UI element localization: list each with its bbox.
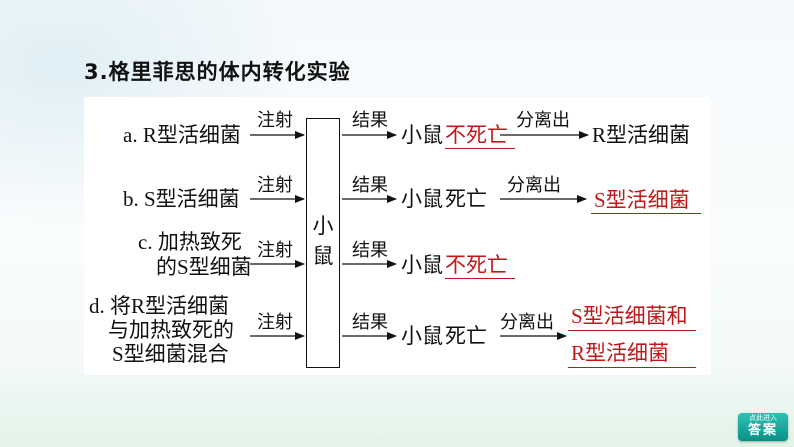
row-d-isolated-line1: S型活细菌和: [571, 304, 688, 328]
answer-button-hint: 点此进入: [749, 414, 777, 422]
row-b-isolated-underline: [591, 213, 701, 214]
row-c-inject-label: 注射: [257, 240, 293, 260]
section-title: 3.格里菲思的体内转化实验: [84, 60, 351, 84]
row-b-inject-label: 注射: [257, 175, 293, 195]
row-d-isolated-underline1: [568, 330, 696, 331]
row-c-condition-line2: 的S型细菌: [156, 255, 252, 279]
row-a-result-label: 结果: [352, 110, 388, 130]
row-b-condition: b. S型活细菌: [123, 187, 240, 211]
row-b-result-label: 结果: [352, 175, 388, 195]
row-a-inject-label: 注射: [257, 110, 293, 130]
row-c-outcome: 不死亡: [445, 253, 508, 277]
row-c-outcome-underline: [445, 278, 515, 279]
row-a-isolated: R型活细菌: [592, 123, 691, 147]
row-d-condition-line2: 与加热致死的: [108, 318, 234, 342]
row-c-condition-line1: c. 加热致死: [138, 230, 242, 254]
row-b-isolated: S型活细菌: [594, 188, 690, 212]
row-d-inject-label: 注射: [257, 312, 293, 332]
row-d-condition-line1: d. 将R型活细菌: [89, 294, 230, 318]
row-d-separate-label: 分离出: [500, 312, 554, 332]
row-d-mouse: 小鼠: [401, 324, 443, 348]
row-a-outcome-underline: [445, 148, 515, 149]
row-d-outcome: 死亡: [445, 324, 487, 348]
row-b-outcome: 死亡: [445, 187, 487, 211]
row-d-isolated-underline2: [568, 367, 696, 368]
row-b-mouse: 小鼠: [401, 187, 443, 211]
row-c-mouse: 小鼠: [401, 253, 443, 277]
row-a-mouse: 小鼠: [401, 123, 443, 147]
mouse-box-label: 小 鼠: [312, 214, 334, 268]
answer-button-label: 答案: [747, 423, 778, 438]
answer-button[interactable]: 点此进入 答案: [738, 413, 788, 441]
row-d-condition-line3: S型细菌混合: [112, 342, 229, 366]
row-d-result-label: 结果: [352, 312, 388, 332]
row-c-result-label: 结果: [352, 240, 388, 260]
diagram-panel: [84, 97, 711, 375]
row-d-isolated-line2: R型活细菌: [571, 341, 670, 365]
mouse-box: 小 鼠: [306, 118, 340, 368]
row-b-separate-label: 分离出: [507, 175, 561, 195]
background-grass: [0, 367, 794, 447]
row-a-separate-label: 分离出: [516, 110, 570, 130]
row-a-outcome: 不死亡: [445, 123, 508, 147]
row-a-condition: a. R型活细菌: [123, 123, 241, 147]
